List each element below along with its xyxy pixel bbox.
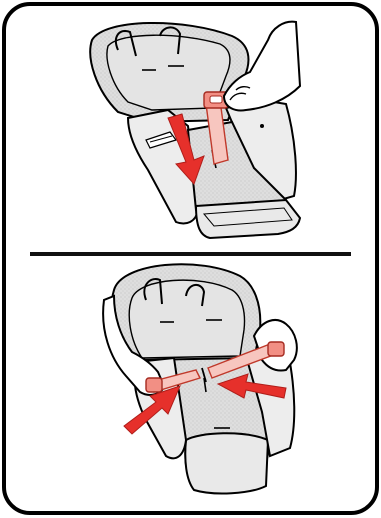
buckle-right-icon: [268, 342, 284, 356]
panel-divider: [30, 252, 351, 256]
buckle-left-icon: [146, 378, 162, 392]
footrest: [196, 200, 300, 238]
footrest-2: [185, 433, 268, 493]
